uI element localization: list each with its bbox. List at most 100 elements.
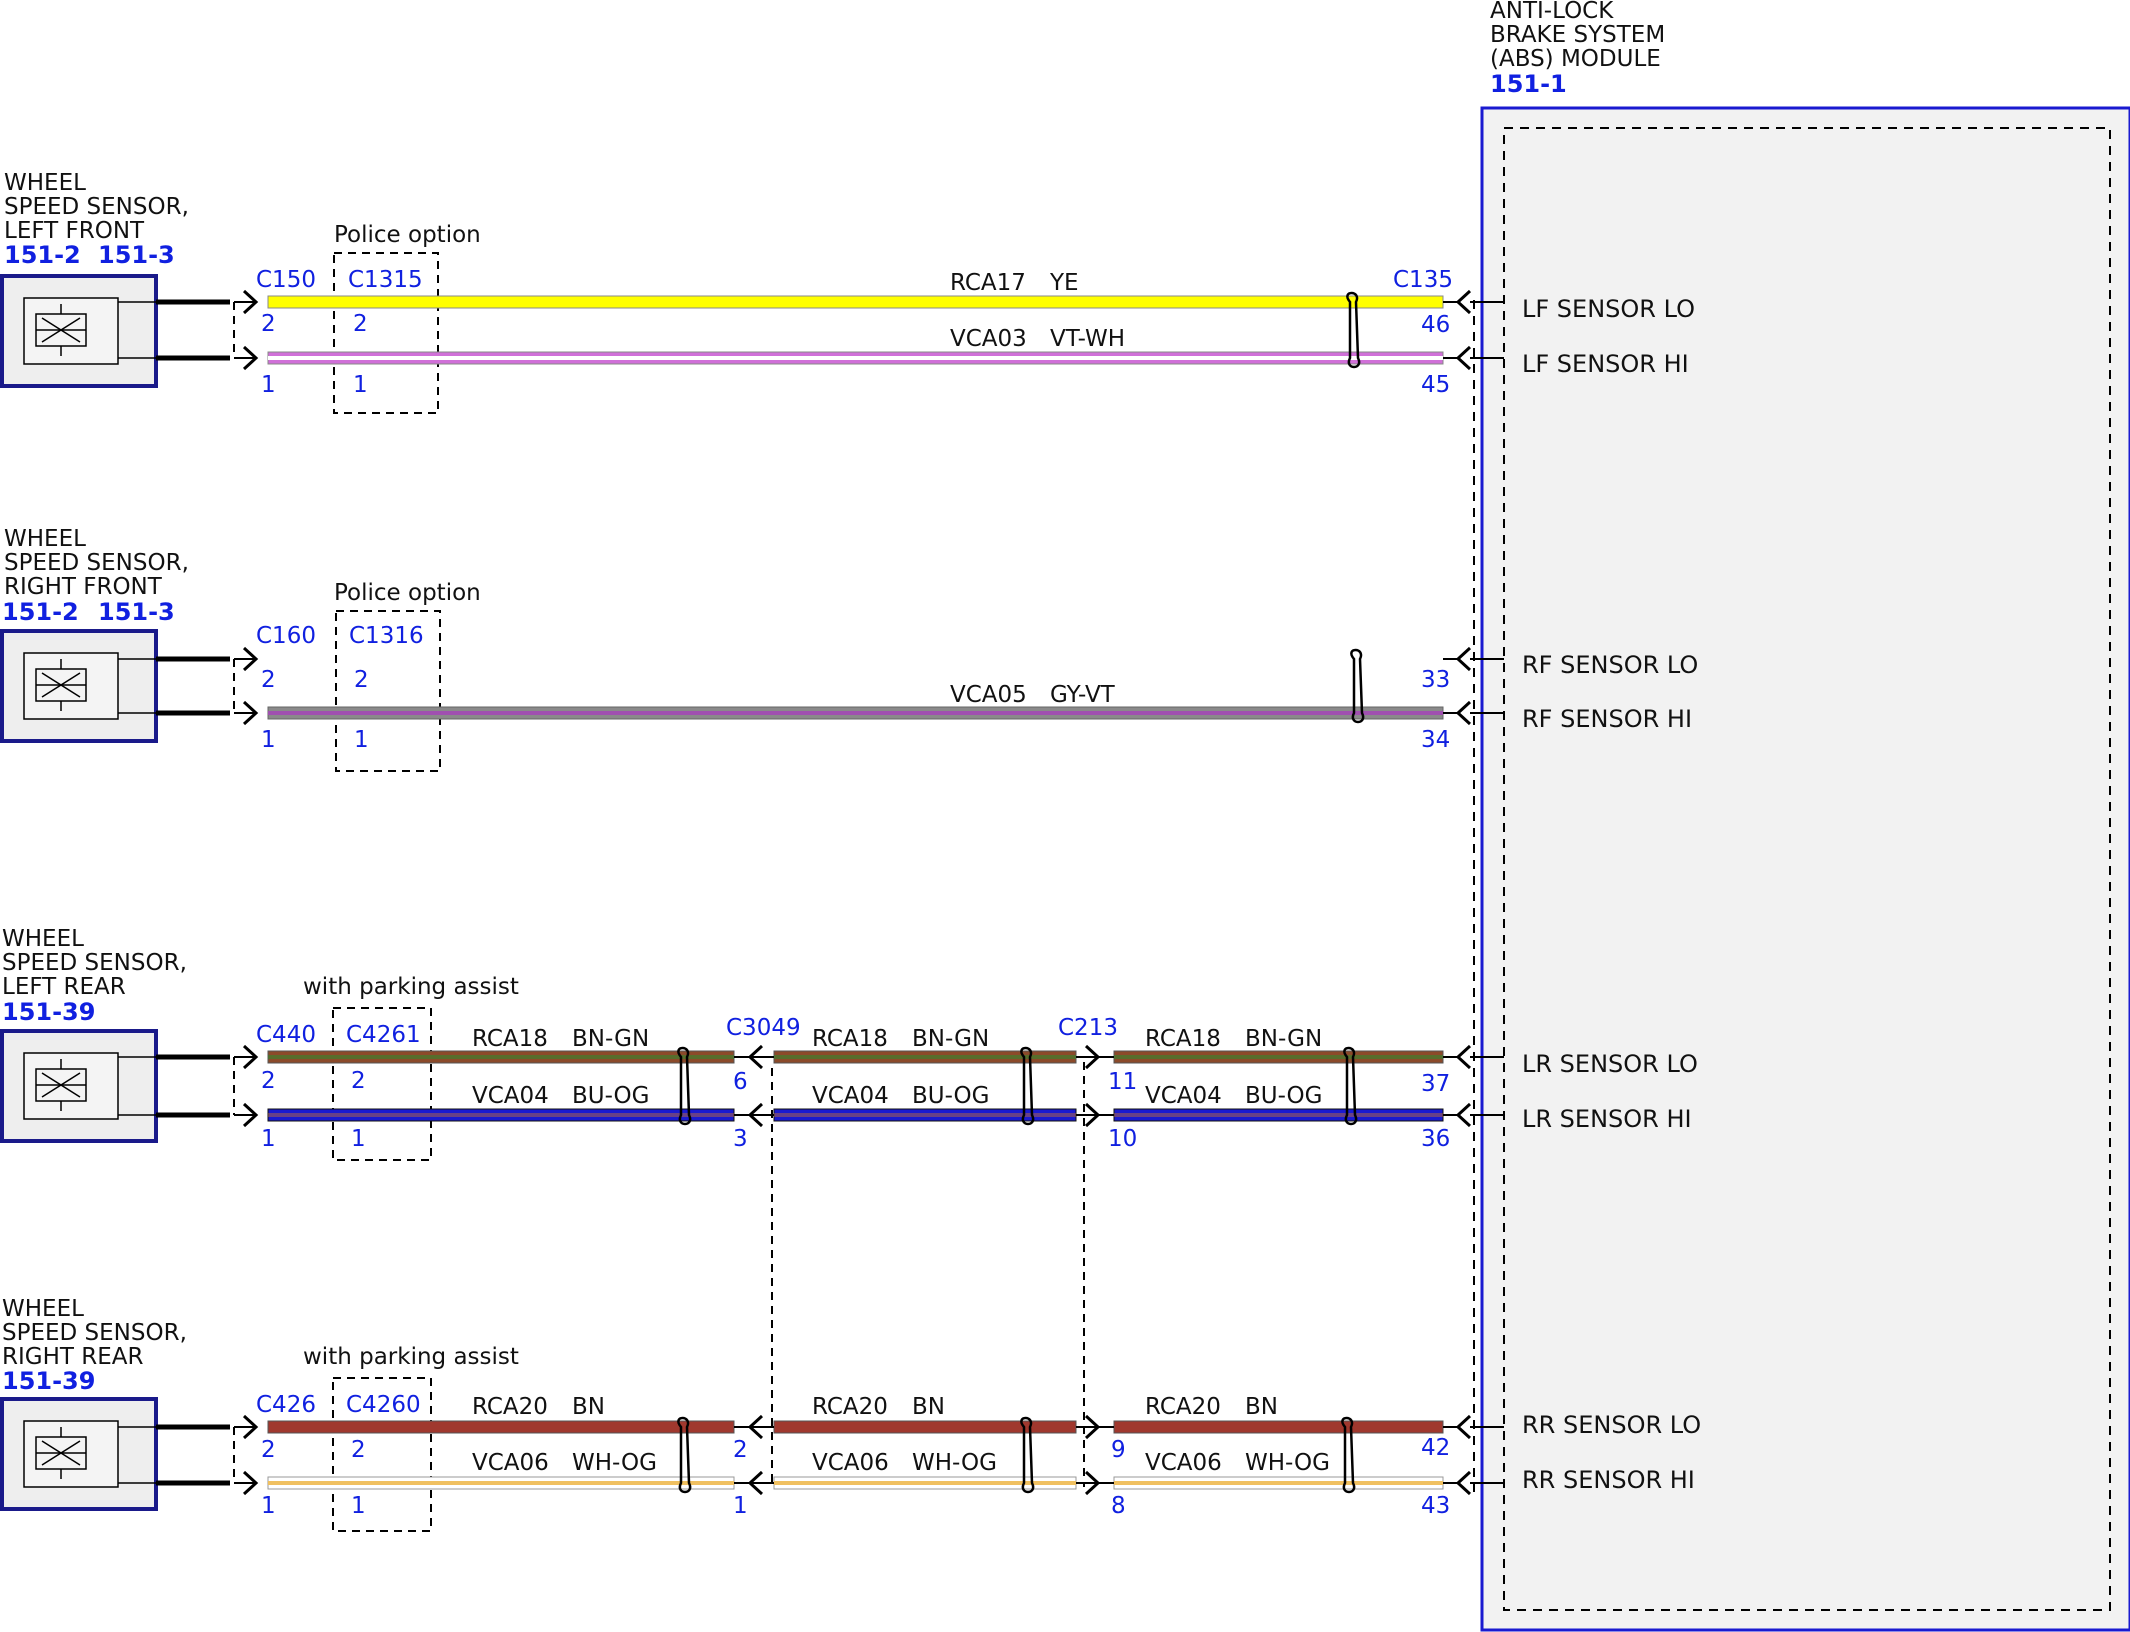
- circuit-label: VCA04: [812, 1083, 889, 1109]
- pin-label: 33: [1421, 667, 1450, 693]
- circuit-label: RCA18: [812, 1026, 888, 1052]
- wire-color-label: BN: [1245, 1394, 1278, 1420]
- wire-color-label: BN-GN: [912, 1026, 989, 1052]
- pin-label: 1: [351, 1126, 366, 1152]
- pin-label: 2: [733, 1437, 748, 1463]
- sensor-left-rear: WHEEL SPEED SENSOR, LEFT REAR 151-39 C44…: [0, 926, 1698, 1161]
- pin-label: 1: [354, 727, 369, 753]
- connector-arrow: [1456, 700, 1472, 726]
- connector-arrow: [1456, 1470, 1472, 1496]
- signal-label: LR SENSOR LO: [1522, 1050, 1698, 1078]
- wheel-speed-sensor-icon: [0, 1397, 158, 1511]
- connector-arrow: [1456, 289, 1472, 315]
- wire-vca03: [267, 351, 1444, 365]
- connector-arrow: [1456, 345, 1472, 371]
- signal-label: RF SENSOR LO: [1522, 651, 1698, 679]
- wire-color-label: YE: [1049, 270, 1079, 296]
- circuit-label: RCA17: [950, 270, 1026, 296]
- wire-color-label: VT-WH: [1050, 326, 1125, 352]
- connector-arrow: [1456, 646, 1472, 672]
- connector-label: C426: [256, 1392, 316, 1418]
- pin-label: 2: [351, 1437, 366, 1463]
- sensor-title-line-3: LEFT FRONT: [4, 218, 145, 244]
- wire-color-label: BN-GN: [1245, 1026, 1322, 1052]
- sensor-title-line-3: RIGHT REAR: [2, 1344, 143, 1370]
- pin-label: 1: [733, 1493, 748, 1519]
- sensor-ref-1: 151-2: [4, 241, 81, 269]
- sensor-left-front: WHEEL SPEED SENSOR, LEFT FRONT 151-2 151…: [0, 170, 1695, 414]
- pin-label: 9: [1111, 1437, 1126, 1463]
- module-box: [1480, 106, 2130, 1632]
- sensor-ref-2: 151-3: [98, 598, 175, 626]
- wheel-speed-sensor-icon: [0, 1029, 158, 1143]
- twisted-pair-icon: [677, 1046, 692, 1126]
- sensor-title-line-2: SPEED SENSOR,: [2, 1320, 187, 1346]
- option-connector-label: C1316: [349, 623, 424, 649]
- twisted-pair-icon: [1350, 648, 1365, 724]
- pin-label: 1: [261, 727, 276, 753]
- option-box: [332, 1007, 432, 1161]
- connector-label: C440: [256, 1022, 316, 1048]
- sensor-title-line-2: SPEED SENSOR,: [4, 194, 189, 220]
- module-title-line-2: BRAKE SYSTEM: [1490, 22, 1665, 48]
- circuit-label: VCA04: [1145, 1083, 1222, 1109]
- inline-connector-label: C3049: [726, 1015, 801, 1041]
- pin-label: 2: [261, 667, 276, 693]
- circuit-label: VCA05: [950, 682, 1027, 708]
- circuit-label: VCA06: [812, 1450, 889, 1476]
- sensor-right-front: WHEEL SPEED SENSOR, RIGHT FRONT 151-2 15…: [0, 526, 1698, 772]
- twisted-pair-icon: [1346, 291, 1361, 369]
- pin-label: 11: [1108, 1069, 1137, 1095]
- signal-label: RF SENSOR HI: [1522, 705, 1692, 733]
- pin-label: 45: [1421, 372, 1450, 398]
- option-label: with parking assist: [303, 974, 519, 1000]
- circuit-label: VCA06: [1145, 1450, 1222, 1476]
- wire-color-label: GY-VT: [1050, 682, 1116, 708]
- sensor-title-line-3: LEFT REAR: [2, 974, 126, 1000]
- module-ref: 151-1: [1490, 70, 1567, 98]
- option-box: [335, 610, 441, 772]
- pin-label: 1: [261, 1126, 276, 1152]
- pin-label: 1: [353, 372, 368, 398]
- sensor-ref-1: 151-39: [2, 998, 95, 1026]
- wire-rca18: [267, 1050, 1444, 1064]
- wire-rca17: [267, 295, 1444, 309]
- wire-color-label: WH-OG: [1245, 1450, 1330, 1476]
- option-connector-label: C4260: [346, 1392, 421, 1418]
- circuit-label: VCA03: [950, 326, 1027, 352]
- connector-label: C150: [256, 267, 316, 293]
- inline-connector-label: C213: [1058, 1015, 1118, 1041]
- wire-rca20: [267, 1420, 1444, 1434]
- wire-color-label: BU-OG: [912, 1083, 989, 1109]
- option-label: with parking assist: [303, 1344, 519, 1370]
- pin-label: 1: [351, 1493, 366, 1519]
- twisted-pair-icon: [1020, 1046, 1035, 1126]
- sensor-title-line-1: WHEEL: [4, 170, 86, 196]
- twisted-pair-icon: [1020, 1416, 1035, 1494]
- pin-label: 37: [1421, 1071, 1450, 1097]
- wire-vca06: [267, 1476, 1444, 1490]
- module-title-line-3: (ABS) MODULE: [1490, 46, 1661, 72]
- module-inner-dashed: [1503, 127, 2111, 1611]
- option-box: [333, 252, 439, 414]
- pin-label: 3: [733, 1126, 748, 1152]
- circuit-label: VCA06: [472, 1450, 549, 1476]
- wire-color-label: BN: [912, 1394, 945, 1420]
- sensor-title-line-1: WHEEL: [2, 926, 84, 952]
- wire-color-label: BN: [572, 1394, 605, 1420]
- circuit-label: RCA20: [1145, 1394, 1221, 1420]
- sensor-title-line-2: SPEED SENSOR,: [2, 950, 187, 976]
- sensor-ref-1: 151-39: [2, 1367, 95, 1395]
- module-title-line-1: ANTI-LOCK: [1490, 0, 1614, 24]
- connector-arrow: [1456, 1414, 1472, 1440]
- pin-label: 1: [261, 1493, 276, 1519]
- pin-label: 2: [353, 311, 368, 337]
- wheel-speed-sensor-icon: [0, 629, 158, 743]
- sensor-title-line-2: SPEED SENSOR,: [4, 550, 189, 576]
- pin-label: 34: [1421, 727, 1450, 753]
- option-connector-label: C4261: [346, 1022, 421, 1048]
- sensor-title-line-1: WHEEL: [4, 526, 86, 552]
- signal-label: RR SENSOR HI: [1522, 1466, 1695, 1494]
- pin-label: 42: [1421, 1435, 1450, 1461]
- circuit-label: VCA04: [472, 1083, 549, 1109]
